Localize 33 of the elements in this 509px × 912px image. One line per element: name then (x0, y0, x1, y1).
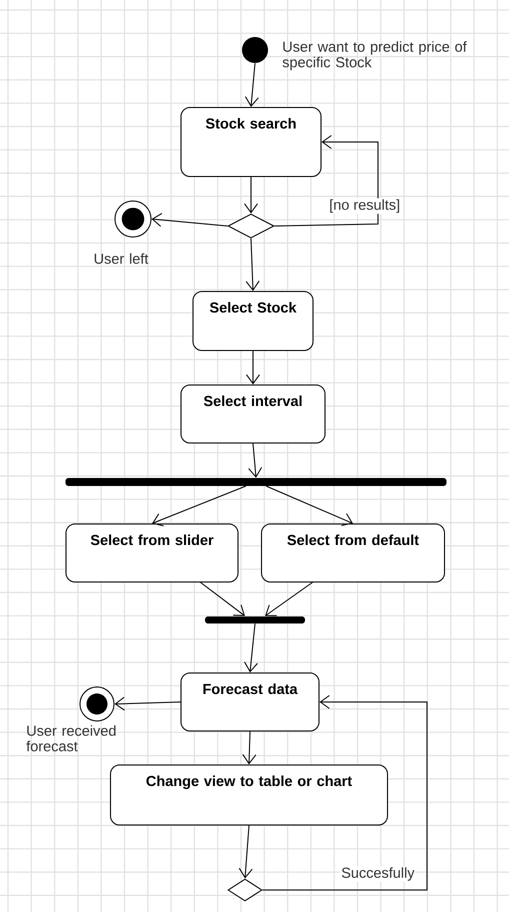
arrow (248, 443, 262, 478)
arrow (244, 623, 258, 672)
edge-label: [no results] (328, 198, 402, 214)
action-box: Select from slider (66, 524, 238, 582)
arrow (242, 731, 256, 764)
sync-bar (66, 478, 446, 486)
node-caption: User want to predict price of specific Stock (282, 41, 467, 70)
action-box: Select interval (180, 384, 326, 444)
final-node (80, 686, 114, 722)
arrow (274, 135, 378, 226)
arrow (244, 62, 259, 107)
arrow (114, 696, 181, 711)
arrow (246, 350, 260, 384)
initial-node (242, 37, 268, 63)
arrow (152, 486, 246, 526)
action-box: Stock search (180, 107, 322, 177)
arrow (262, 695, 428, 890)
arrow (244, 176, 258, 214)
arrow (265, 582, 314, 616)
final-node (114, 200, 152, 238)
node-caption: User received forecast (26, 725, 116, 752)
arrow (246, 238, 260, 291)
arrow (238, 825, 253, 879)
action-box: Change view to table or chart (110, 764, 388, 826)
arrow (152, 212, 228, 227)
edge-label: Succesfully (340, 866, 416, 882)
action-box: Forecast data (180, 672, 320, 732)
sync-bar (205, 616, 305, 624)
arrow (266, 486, 353, 526)
arrow (200, 582, 245, 616)
node-caption: User left (94, 253, 148, 264)
action-box: Select Stock (192, 291, 314, 351)
action-box: Select from default (261, 524, 445, 582)
